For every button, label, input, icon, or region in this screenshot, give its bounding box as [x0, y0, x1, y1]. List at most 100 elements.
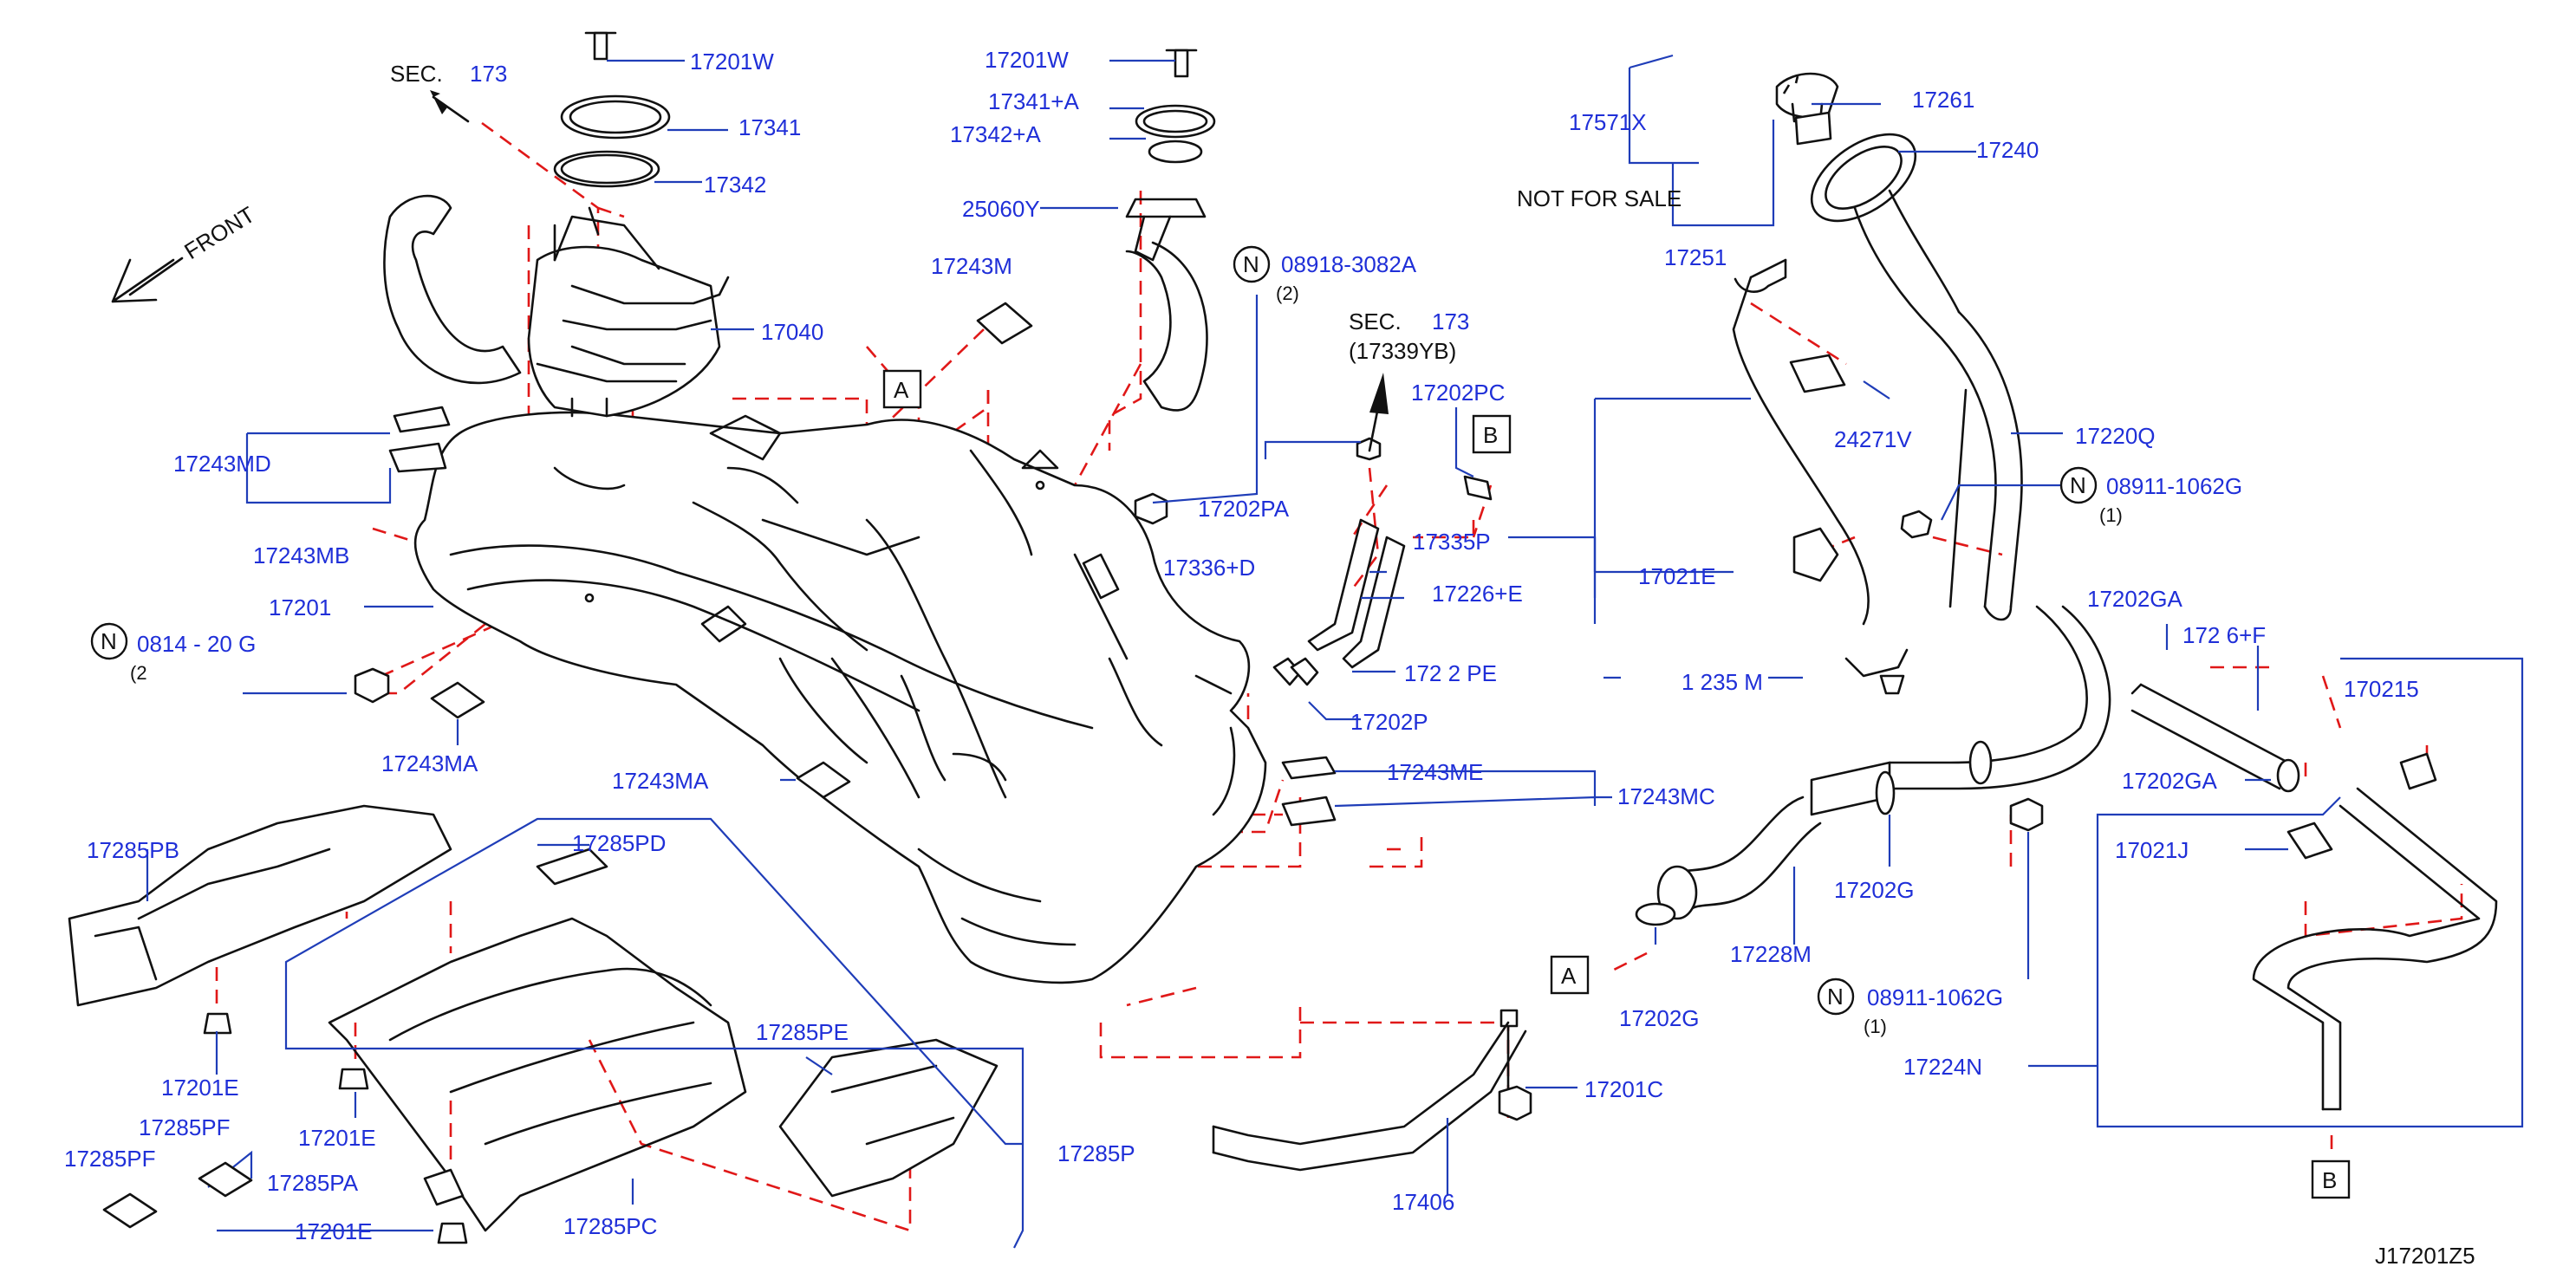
ref-box-b-top [1472, 414, 1512, 454]
insulator-pads [388, 302, 1846, 827]
label-17285P: 17285P [1057, 1140, 1135, 1166]
label-17341: 17341 [738, 114, 801, 140]
sender-unit-25060Y [1125, 198, 1208, 412]
label-08911-bottom-qty: (1) [1864, 1016, 1887, 1037]
label-17202G-right: 17202G [1834, 877, 1915, 903]
filler-neck-17240 [1775, 72, 2023, 621]
label-17571X: 17571X [1569, 109, 1647, 135]
label-172PE-partial: 172 2 PE [1404, 660, 1497, 686]
sec-mid-number: 173 [1432, 309, 1469, 334]
label-17202GA-top: 17202GA [2087, 586, 2183, 612]
label-17201C: 17201C [1584, 1076, 1663, 1102]
label-17040: 17040 [761, 319, 823, 345]
label-08911-bottom: 08911-1062G [1867, 984, 2003, 1010]
not-for-sale: NOT FOR SALE [1517, 185, 1682, 211]
sec-arrow-top-icon [430, 90, 468, 121]
label-17251: 17251 [1664, 244, 1727, 270]
label-17021E: 17021E [1638, 563, 1716, 589]
n-circle-08911-bottom-text: N [1827, 984, 1844, 1010]
ref-b-top-text: B [1483, 422, 1498, 448]
breather-tube-17021E [1732, 258, 1909, 678]
n-circle-08911-top [2059, 466, 2098, 504]
label-17226E: 17226+E [1432, 581, 1523, 607]
label-17243MA-mid: 17243MA [612, 768, 709, 794]
label-17243MD: 17243MD [173, 451, 271, 477]
label-17406: 17406 [1392, 1189, 1454, 1215]
filler-hose-17228M [1635, 605, 2111, 926]
label-17285PA: 17285PA [267, 1170, 359, 1196]
vent-tube-17226F [2130, 683, 2300, 793]
heat-shields [68, 804, 999, 1232]
label-17243MB: 17243MB [253, 542, 349, 568]
label-17201W-left: 17201W [690, 49, 774, 75]
label-17202P: 17202P [1350, 709, 1428, 735]
n-circle-left-text: N [101, 628, 117, 654]
label-17202PA: 17202PA [1198, 496, 1290, 522]
figure-code: J17201Z5 [2375, 1243, 2475, 1269]
label-17285PF-b: 17285PF [64, 1146, 156, 1172]
label-17202G-low: 17202G [1619, 1005, 1700, 1031]
sec-arrows [430, 90, 1389, 452]
n-circle-08918-text: N [1243, 251, 1259, 277]
label-25060Y: 25060Y [962, 196, 1040, 222]
label-1235M-partial: 1 235 M [1682, 669, 1763, 695]
label-17285PB: 17285PB [87, 837, 179, 863]
label-17285PF-a: 17285PF [139, 1114, 231, 1140]
front-label: FRONT [179, 201, 259, 264]
ref-box-b-bottom [2311, 1159, 2351, 1199]
label-17201E-a: 17201E [161, 1075, 239, 1101]
label-17202GA-bot: 17202GA [2122, 768, 2218, 794]
fuel-tank-17201 [413, 411, 1267, 984]
ref-a-top-text: A [894, 377, 909, 403]
label-17243M: 17243M [931, 253, 1012, 279]
shims-17285PF [102, 1161, 465, 1229]
ref-b-bottom-text: B [2322, 1167, 2337, 1193]
sec-top-number: 173 [470, 61, 507, 87]
label-17201E-c: 17201E [295, 1218, 373, 1244]
front-arrow: FRONT [111, 201, 259, 303]
fuel-pump-17040 [383, 194, 730, 418]
label-17335P: 17335P [1413, 529, 1491, 555]
sec-mid-sub: (17339YB) [1349, 338, 1456, 364]
label-17285PC: 17285PC [563, 1213, 657, 1239]
label-08918-qty: (2) [1276, 283, 1299, 304]
label-17243ME: 17243ME [1387, 759, 1483, 785]
label-24271V: 24271V [1834, 426, 1912, 452]
label-17220Q: 17220Q [2075, 423, 2156, 449]
part-labels: SEC. 173 17201W 17341 17342 17040 17243M… [64, 47, 2475, 1269]
front-arrow-icon [111, 258, 175, 303]
label-17336D: 17336+D [1163, 555, 1255, 581]
n-circle-08911-top-text: N [2070, 472, 2086, 498]
label-17341A: 17341+A [988, 88, 1079, 114]
fasteners [203, 437, 2044, 1244]
label-17342: 17342 [704, 172, 766, 198]
label-17201: 17201 [269, 594, 331, 620]
n-circle-08918 [1233, 245, 1271, 283]
label-17228M: 17228M [1730, 941, 1812, 967]
ref-box-a-top [882, 369, 922, 409]
sec-mid-prefix: SEC. [1349, 309, 1402, 334]
label-17224N: 17224N [1903, 1054, 1982, 1080]
label-17285PE: 17285PE [756, 1019, 849, 1045]
ref-a-bottom-text: A [1561, 963, 1577, 989]
label-0814-qty: (2 [130, 662, 147, 684]
label-17021J: 17021J [2115, 837, 2189, 863]
n-symbols: N N N N [90, 245, 2098, 1016]
bracket-17406 [1212, 1021, 1527, 1172]
label-0814-partial: 0814 - 20 G [137, 631, 256, 657]
n-circle-08911-bottom [1817, 977, 1855, 1016]
label-17342A: 17342+A [950, 121, 1041, 147]
ref-box-a-bottom [1550, 955, 1590, 995]
label-17261: 17261 [1912, 87, 1974, 113]
sec-arrow-mid-icon [1369, 373, 1389, 414]
label-08918: 08918-3082A [1281, 251, 1417, 277]
label-17243MA-left: 17243MA [381, 750, 478, 776]
label-17226F-partial: 172 6+F [2182, 622, 2266, 648]
label-17202PC: 17202PC [1411, 380, 1505, 406]
label-08911-top-qty: (1) [2099, 504, 2123, 526]
label-17201W-mid: 17201W [985, 47, 1069, 73]
label-170215-partial: 170215 [2344, 676, 2419, 702]
n-circle-left [90, 622, 128, 660]
vent-tube-17224N [2252, 752, 2498, 1111]
